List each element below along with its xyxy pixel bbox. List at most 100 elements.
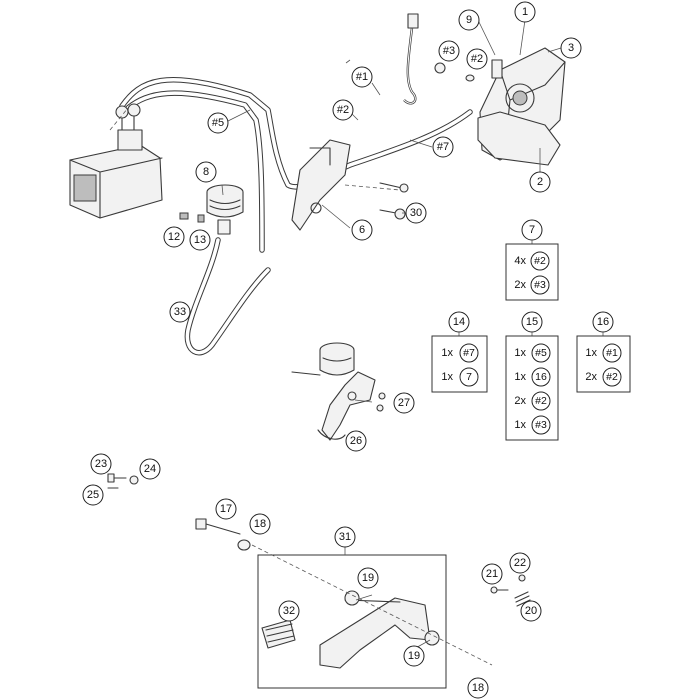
svg-text:26: 26 <box>350 435 362 447</box>
svg-text:#2: #2 <box>471 53 483 65</box>
svg-text:32: 32 <box>283 605 295 617</box>
pedal-assembly <box>257 554 447 689</box>
svg-text:#7: #7 <box>437 141 449 153</box>
svg-text:7: 7 <box>466 371 472 383</box>
svg-text:18: 18 <box>472 682 484 694</box>
kit-14: 14 1x #7 1x 7 <box>431 311 488 393</box>
svg-text:15: 15 <box>526 316 538 328</box>
callout-hash7: #7 <box>432 136 454 158</box>
svg-text:#2: #2 <box>337 104 349 116</box>
svg-text:1x: 1x <box>441 371 453 383</box>
svg-text:#1: #1 <box>356 71 368 83</box>
svg-text:#2: #2 <box>535 395 547 407</box>
svg-text:#7: #7 <box>463 347 475 359</box>
callout-19-upper: 19 <box>357 567 379 589</box>
svg-text:#3: #3 <box>535 419 547 431</box>
svg-text:#5: #5 <box>535 347 547 359</box>
svg-text:20: 20 <box>525 605 537 617</box>
svg-text:1x: 1x <box>514 371 526 383</box>
callout-hash5: #5 <box>207 112 229 134</box>
svg-text:6: 6 <box>359 224 365 236</box>
fluid-reservoir-upper <box>179 184 244 235</box>
callout-8: 8 <box>195 161 217 183</box>
svg-text:24: 24 <box>144 463 156 475</box>
master-cylinder-mount <box>291 139 409 231</box>
kit-16-label: 16 <box>592 311 614 333</box>
callout-22: 22 <box>509 552 531 574</box>
svg-text:18: 18 <box>254 518 266 530</box>
svg-text:2x: 2x <box>585 371 597 383</box>
svg-text:12: 12 <box>168 231 180 243</box>
brake-hose-lower <box>184 237 271 356</box>
callout-18-upper: 18 <box>249 513 271 535</box>
svg-text:2x: 2x <box>514 395 526 407</box>
callout-18-lower: 18 <box>467 677 489 699</box>
svg-text:22: 22 <box>514 557 526 569</box>
svg-text:7: 7 <box>529 224 535 236</box>
svg-text:#5: #5 <box>212 117 224 129</box>
svg-text:27: 27 <box>398 397 410 409</box>
svg-text:16: 16 <box>535 371 547 383</box>
dash-leaders <box>109 107 493 666</box>
svg-text:16: 16 <box>597 316 609 328</box>
svg-text:30: 30 <box>410 207 422 219</box>
svg-text:1: 1 <box>522 6 528 18</box>
svg-text:2x: 2x <box>514 279 526 291</box>
svg-text:#3: #3 <box>443 45 455 57</box>
callout-19-lower: 19 <box>403 645 425 667</box>
callout-12: 12 <box>163 226 185 248</box>
callout-9: 9 <box>458 9 480 31</box>
svg-text:9: 9 <box>466 14 472 26</box>
callout-6: 6 <box>351 219 373 241</box>
kit-15: 15 1x #5 1x 16 2x #2 1x #3 <box>505 311 559 441</box>
callout-24: 24 <box>139 458 161 480</box>
callout-2: 2 <box>529 171 551 193</box>
callout-3: 3 <box>560 37 582 59</box>
svg-text:2: 2 <box>537 176 543 188</box>
svg-text:#1: #1 <box>606 347 618 359</box>
callout-33: 33 <box>169 301 191 323</box>
callout-hash2-caliper: #2 <box>466 48 488 70</box>
svg-text:33: 33 <box>174 306 186 318</box>
callout-hash1: #1 <box>351 66 373 88</box>
svg-text:25: 25 <box>87 489 99 501</box>
svg-text:23: 23 <box>95 458 107 470</box>
svg-text:1x: 1x <box>441 347 453 359</box>
kit-15-label: 15 <box>521 311 543 333</box>
callout-1: 1 <box>514 1 536 23</box>
fluid-reservoir-lower <box>291 342 386 441</box>
svg-text:14: 14 <box>453 316 465 328</box>
callout-hash3: #3 <box>438 40 460 62</box>
svg-text:17: 17 <box>220 503 232 515</box>
svg-text:4x: 4x <box>514 255 526 267</box>
callout-25: 25 <box>82 484 104 506</box>
svg-text:1x: 1x <box>514 419 526 431</box>
brake-caliper <box>434 47 566 166</box>
svg-text:1x: 1x <box>514 347 526 359</box>
brake-hose-upper <box>119 76 473 253</box>
callout-21: 21 <box>481 563 503 585</box>
kit-7-label: 7 <box>521 219 543 241</box>
svg-text:#2: #2 <box>606 371 618 383</box>
svg-text:21: 21 <box>486 568 498 580</box>
callout-32: 32 <box>278 600 300 622</box>
svg-text:#3: #3 <box>534 279 546 291</box>
abs-unit <box>69 103 163 219</box>
callout-26: 26 <box>345 430 367 452</box>
kit-7: 7 4x #2 2x #3 <box>505 219 559 301</box>
svg-text:3: 3 <box>568 42 574 54</box>
callout-20: 20 <box>520 600 542 622</box>
svg-text:1x: 1x <box>585 347 597 359</box>
pedal-hardware-left <box>107 473 251 551</box>
callout-27: 27 <box>393 392 415 414</box>
callout-17: 17 <box>215 498 237 520</box>
svg-text:8: 8 <box>203 166 209 178</box>
svg-text:19: 19 <box>408 650 420 662</box>
svg-text:31: 31 <box>339 531 351 543</box>
callout-30: 30 <box>405 202 427 224</box>
callout-hash2-hose: #2 <box>332 99 354 121</box>
svg-text:#2: #2 <box>534 255 546 267</box>
callout-13: 13 <box>189 229 211 251</box>
spring-hardware-right <box>490 574 531 607</box>
